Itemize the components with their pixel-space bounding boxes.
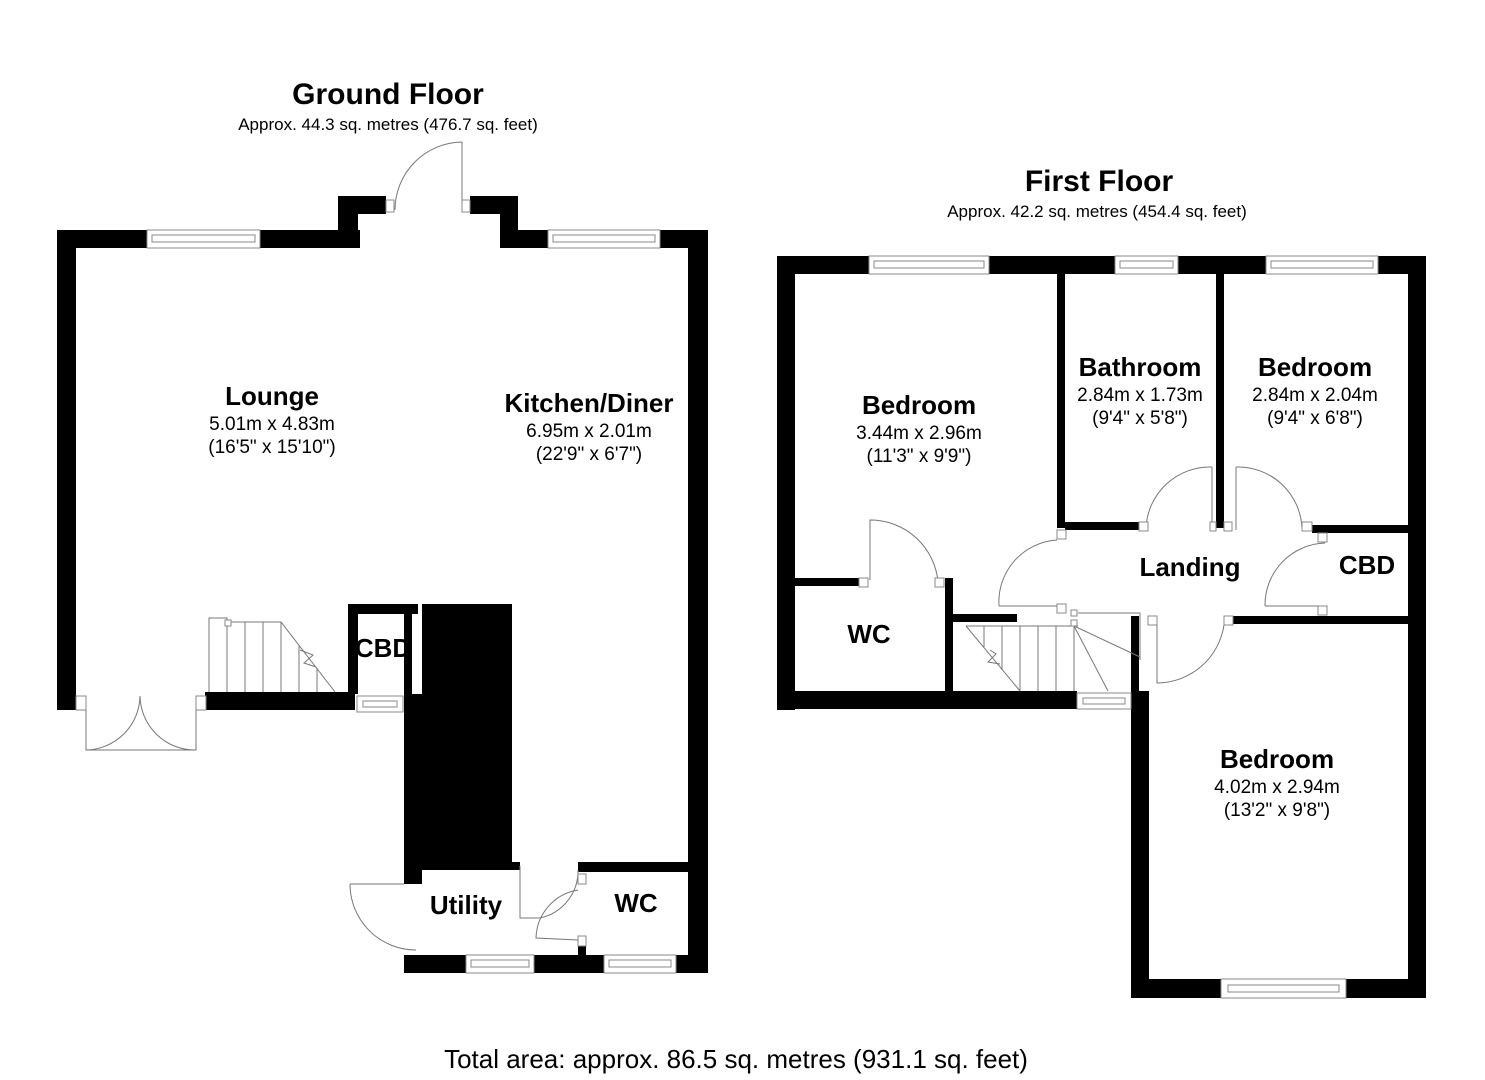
first-floor-stairs (965, 609, 1141, 692)
total-area: Total area: approx. 86.5 sq. metres (931… (444, 1044, 1028, 1074)
room-bathroom: Bathroom 2.84m x 1.73m (9'4" x 5'8") (1077, 352, 1203, 429)
room-name: Bedroom (862, 390, 976, 420)
first-floor-windows (868, 255, 1379, 999)
room-name: Bedroom (1258, 352, 1372, 382)
room-utility: Utility (430, 890, 503, 920)
room-metric: 2.84m x 2.04m (1252, 385, 1378, 406)
room-wc-ground: WC (614, 888, 658, 918)
room-metric: 6.95m x 2.01m (526, 421, 652, 442)
room-name: Bathroom (1079, 352, 1202, 382)
ground-floor-doors (75, 141, 587, 951)
first-floor-doors (858, 466, 1328, 684)
ground-floor-area: Approx. 44.3 sq. metres (476.7 sq. feet) (238, 115, 538, 134)
room-bedroom-2: Bedroom 2.84m x 2.04m (9'4" x 6'8") (1252, 352, 1378, 429)
room-bedroom-1: Bedroom 3.44m x 2.96m (11'3" x 9'9") (856, 390, 982, 467)
first-floor-title: First Floor (1025, 165, 1174, 198)
room-kitchen-diner: Kitchen/Diner 6.95m x 2.01m (22'9" x 6'7… (504, 388, 673, 465)
room-imperial: (9'4" x 5'8") (1092, 408, 1188, 429)
room-imperial: (22'9" x 6'7") (536, 444, 642, 465)
room-lounge: Lounge 5.01m x 4.83m (16'5" x 15'10") (208, 381, 335, 458)
room-metric: 4.02m x 2.94m (1214, 777, 1340, 798)
first-floor-area: Approx. 42.2 sq. metres (454.4 sq. feet) (947, 202, 1247, 221)
first-floor-plan: First Floor Approx. 42.2 sq. metres (454… (777, 165, 1426, 999)
room-imperial: (16'5" x 15'10") (208, 437, 335, 458)
room-landing: Landing (1139, 552, 1240, 582)
ground-floor-title: Ground Floor (292, 78, 484, 111)
room-name: Bedroom (1220, 744, 1334, 774)
room-bedroom-3: Bedroom 4.02m x 2.94m (13'2" x 9'8") (1214, 744, 1340, 821)
room-imperial: (11'3" x 9'9") (867, 446, 972, 467)
room-wc-first: WC (847, 619, 891, 649)
first-floor-walls (777, 256, 1426, 998)
room-metric: 2.84m x 1.73m (1077, 385, 1203, 406)
room-imperial: (9'4" x 6'8") (1267, 408, 1363, 429)
room-imperial: (13'2" x 9'8") (1224, 800, 1330, 821)
room-cbd-ground: CBD (355, 633, 411, 663)
ground-floor-stairs (208, 617, 336, 693)
room-metric: 5.01m x 4.83m (209, 414, 335, 435)
room-metric: 3.44m x 2.96m (856, 423, 982, 444)
ground-floor-walls (57, 196, 708, 973)
room-cbd-first: CBD (1339, 550, 1395, 580)
ground-floor-windows (146, 229, 677, 974)
room-name: Lounge (225, 381, 319, 411)
ground-floor-plan: Ground Floor Approx. 44.3 sq. metres (47… (57, 78, 708, 974)
room-name: Kitchen/Diner (504, 388, 673, 418)
